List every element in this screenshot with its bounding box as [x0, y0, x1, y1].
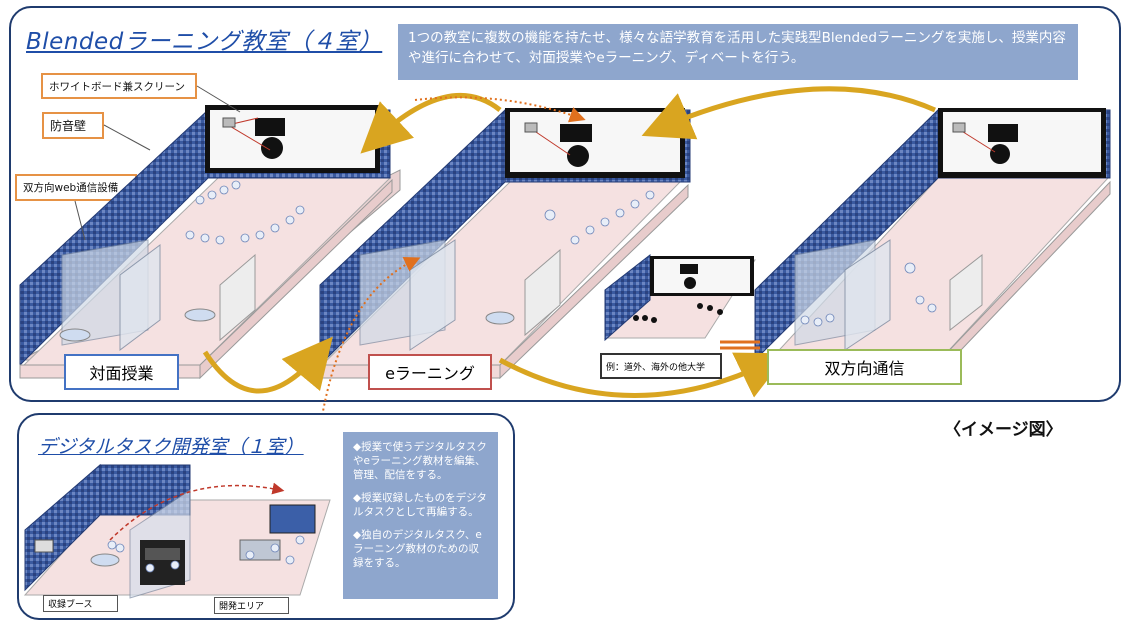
development-area-label: 開発エリア: [214, 597, 289, 614]
student-figures: [185, 180, 937, 327]
transition-arrows: [202, 86, 936, 398]
room-e-learning: [319, 108, 691, 380]
digital-title: デジタルタスク開発室（１室）: [38, 436, 304, 458]
recording-booth-label: 収録ブース: [43, 595, 118, 612]
label-remote-university: 例：道外、海外の他大学: [600, 353, 722, 379]
link-double-arrow: [720, 340, 760, 350]
label-bidirectional: 双方向通信: [767, 349, 962, 385]
whiteboard-screen-callout: ホワイトボード兼スクリーン: [41, 73, 197, 99]
note-2: ◆授業収録したものをデジタルタスクとして再編する。: [353, 492, 487, 518]
callout-pointers: [74, 85, 241, 241]
blended-title: Blendedラーニング教室（４室）: [26, 29, 383, 55]
label-face-to-face: 対面授業: [64, 354, 179, 390]
label-e-learning: eラーニング: [368, 354, 492, 390]
soundproof-wall-callout: 防音壁: [42, 112, 104, 139]
remote-university-room: [604, 253, 756, 342]
digital-notes: ◆授業で使うデジタルタスクやeラーニング教材を編集、管理、配信をする。 ◆授業収…: [343, 432, 498, 599]
blended-description: 1つの教室に複数の機能を持たせ、様々な語学教育を活用した実践型Blendedラー…: [398, 24, 1078, 80]
note-1: ◆授業で使うデジタルタスクやeラーニング教材を編集、管理、配信をする。: [353, 441, 487, 481]
room-face-to-face: [19, 105, 401, 380]
note-3: ◆独自のデジタルタスク、eラーニング教材のための収録をする。: [353, 529, 482, 569]
room-bidirectional: [754, 108, 1111, 374]
image-caption: 〈イメージ図〉: [944, 420, 1063, 440]
